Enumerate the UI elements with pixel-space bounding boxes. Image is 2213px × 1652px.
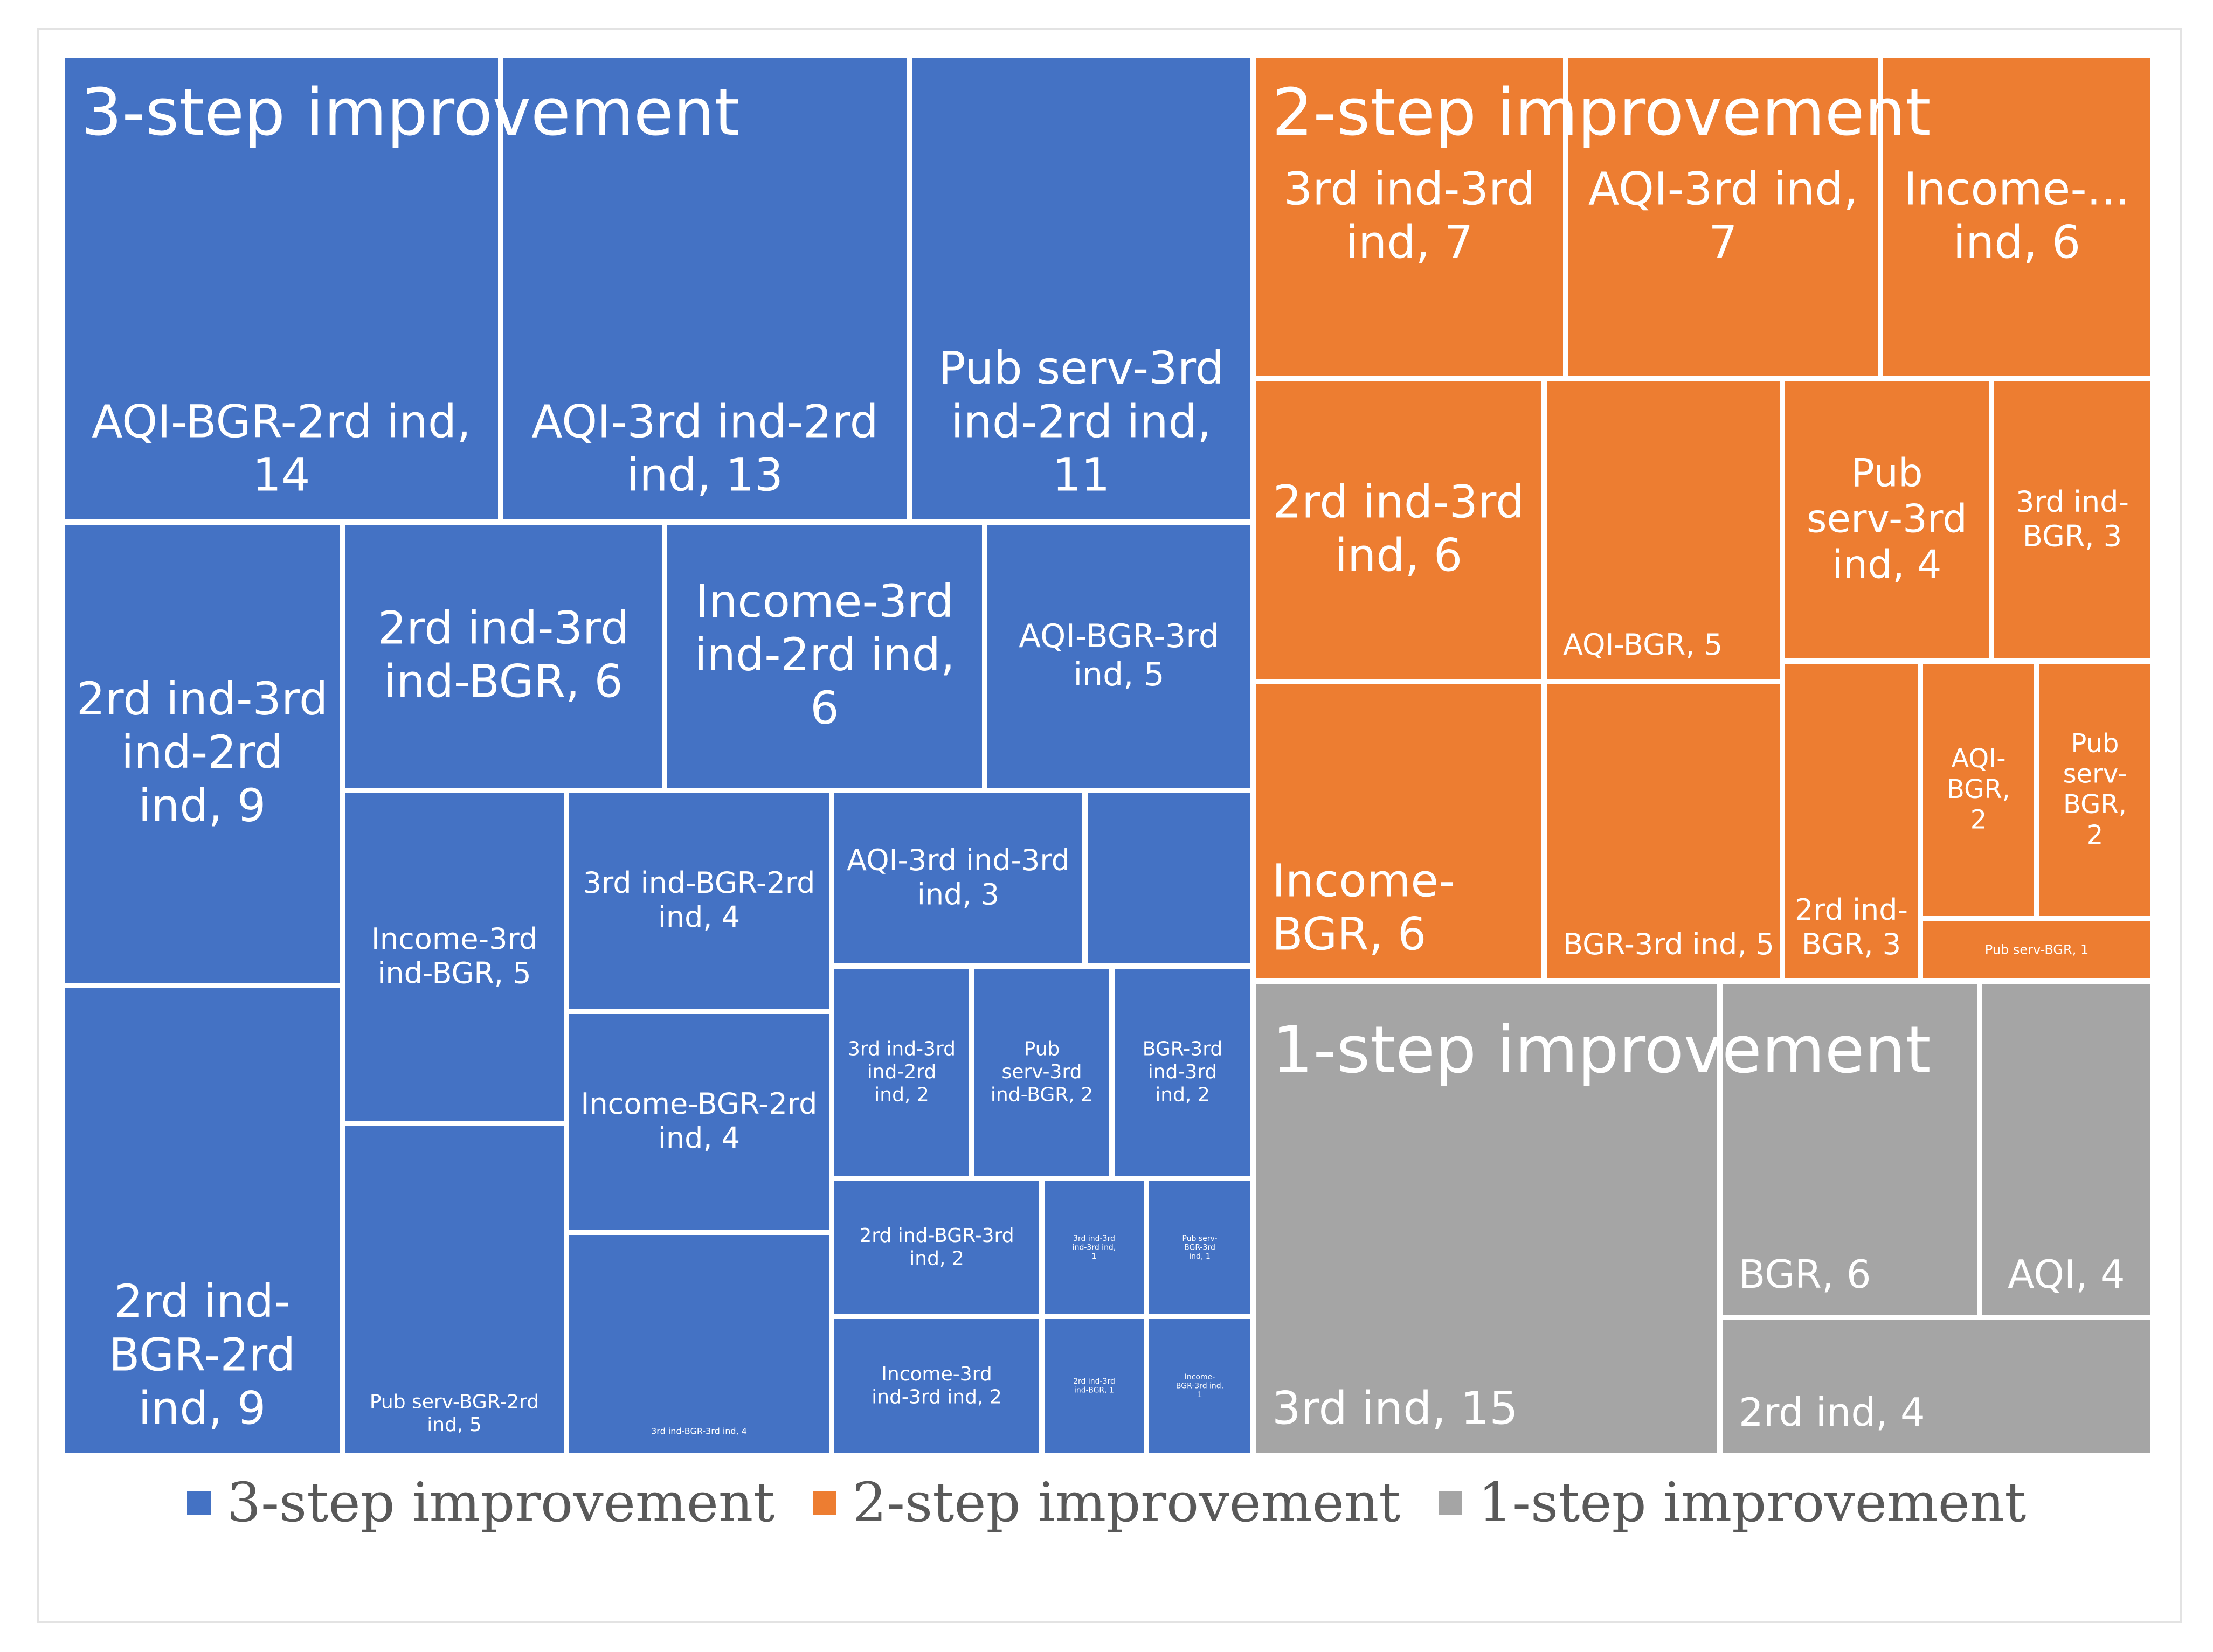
legend-swatch [1438, 1490, 1462, 1515]
treemap-tile [2039, 664, 2150, 916]
tile-label: AQI-3rd ind,7 [1588, 162, 1858, 268]
treemap-tile [1723, 984, 1977, 1315]
tile-label: AQI, 4 [2008, 1252, 2125, 1297]
treemap-tile [1923, 664, 2034, 916]
treemap-tile [834, 793, 1082, 963]
treemap-tile [345, 525, 662, 788]
treemap-tile [1149, 1319, 1250, 1453]
treemap-tile [1785, 381, 1989, 658]
treemap-tile [834, 1319, 1039, 1453]
legend-item: 2-step improvement [812, 1471, 1401, 1534]
treemap-tile [65, 988, 340, 1453]
treemap-tile [1883, 58, 2150, 376]
legend-swatch [812, 1490, 836, 1515]
treemap-tile [834, 969, 969, 1176]
treemap-tile [1149, 1181, 1250, 1314]
tile-label: 2rd ind-BGR, 3 [1795, 893, 1908, 961]
treemap-tile [1923, 921, 2150, 978]
treemap-tile [1256, 58, 1563, 376]
treemap-tile [1785, 664, 1918, 978]
legend-label: 3-step improvement [226, 1471, 775, 1534]
tile-label: AQI-BGR,2 [1947, 744, 2010, 835]
treemap-tile [1547, 381, 1780, 679]
legend-label: 1-step improvement [1478, 1471, 2027, 1534]
tile-label: 3rd ind, 15 [1272, 1382, 1518, 1434]
treemap-tile [1088, 793, 1250, 963]
treemap-tile [834, 1181, 1039, 1314]
treemap-tile [65, 58, 498, 519]
tile-label: AQI-BGR, 5 [1563, 628, 1723, 662]
tile-label: Income-BGR-3rd ind,1 [1176, 1373, 1223, 1399]
tile-label: Pub serv-BGR, 1 [1985, 942, 2088, 957]
tile-label: 2rd ind, 4 [1739, 1390, 1925, 1435]
treemap-tile [667, 525, 982, 788]
treemap-tile [569, 1014, 829, 1230]
tile-label: 3rd ind-BGR-3rd ind, 4 [651, 1426, 747, 1436]
treemap-tile [1994, 381, 2150, 658]
tile-label: 3rd ind-BGR, 3 [2016, 485, 2129, 553]
tile-label: Income-BGR, 6 [1272, 854, 1455, 960]
treemap-tile [912, 58, 1250, 519]
treemap-tile [345, 793, 564, 1121]
legend-item: 1-step improvement [1438, 1471, 2027, 1534]
treemap-tile [1568, 58, 1878, 376]
treemap-tile [1982, 984, 2150, 1315]
treemap-tile [503, 58, 907, 519]
treemap-tile [569, 793, 829, 1009]
treemap-tile [345, 1126, 564, 1453]
treemap-tile [1045, 1181, 1144, 1314]
treemap-tile [65, 525, 340, 983]
treemap-tile [1256, 984, 1717, 1453]
legend-item: 3-step improvement [186, 1471, 775, 1534]
treemap-tile [1547, 684, 1780, 978]
treemap-tile [1115, 969, 1250, 1176]
treemap-tile [1256, 381, 1541, 679]
tile-label: Income-...ind, 6 [1904, 162, 2130, 268]
treemap-tile [1256, 684, 1541, 978]
legend-label: 2-step improvement [852, 1471, 1401, 1534]
treemap-tile [569, 1235, 829, 1453]
tile-label: AQI-BGR-2rd ind,14 [92, 395, 471, 501]
group-label: 2-step improvement [1272, 75, 1931, 150]
group-label: 3-step improvement [81, 75, 740, 150]
legend-swatch [186, 1490, 211, 1515]
treemap-tile [987, 525, 1250, 788]
legend: 3-step improvement 2-step improvement 1-st… [0, 1471, 2213, 1534]
treemap-tile [1723, 1320, 2150, 1453]
tile-label: BGR, 6 [1739, 1252, 1871, 1297]
treemap-tile [974, 969, 1109, 1176]
tile-label: BGR-3rd ind, 5 [1563, 927, 1774, 961]
treemap-tile [1045, 1319, 1144, 1453]
group-label: 1-step improvement [1272, 1013, 1931, 1088]
